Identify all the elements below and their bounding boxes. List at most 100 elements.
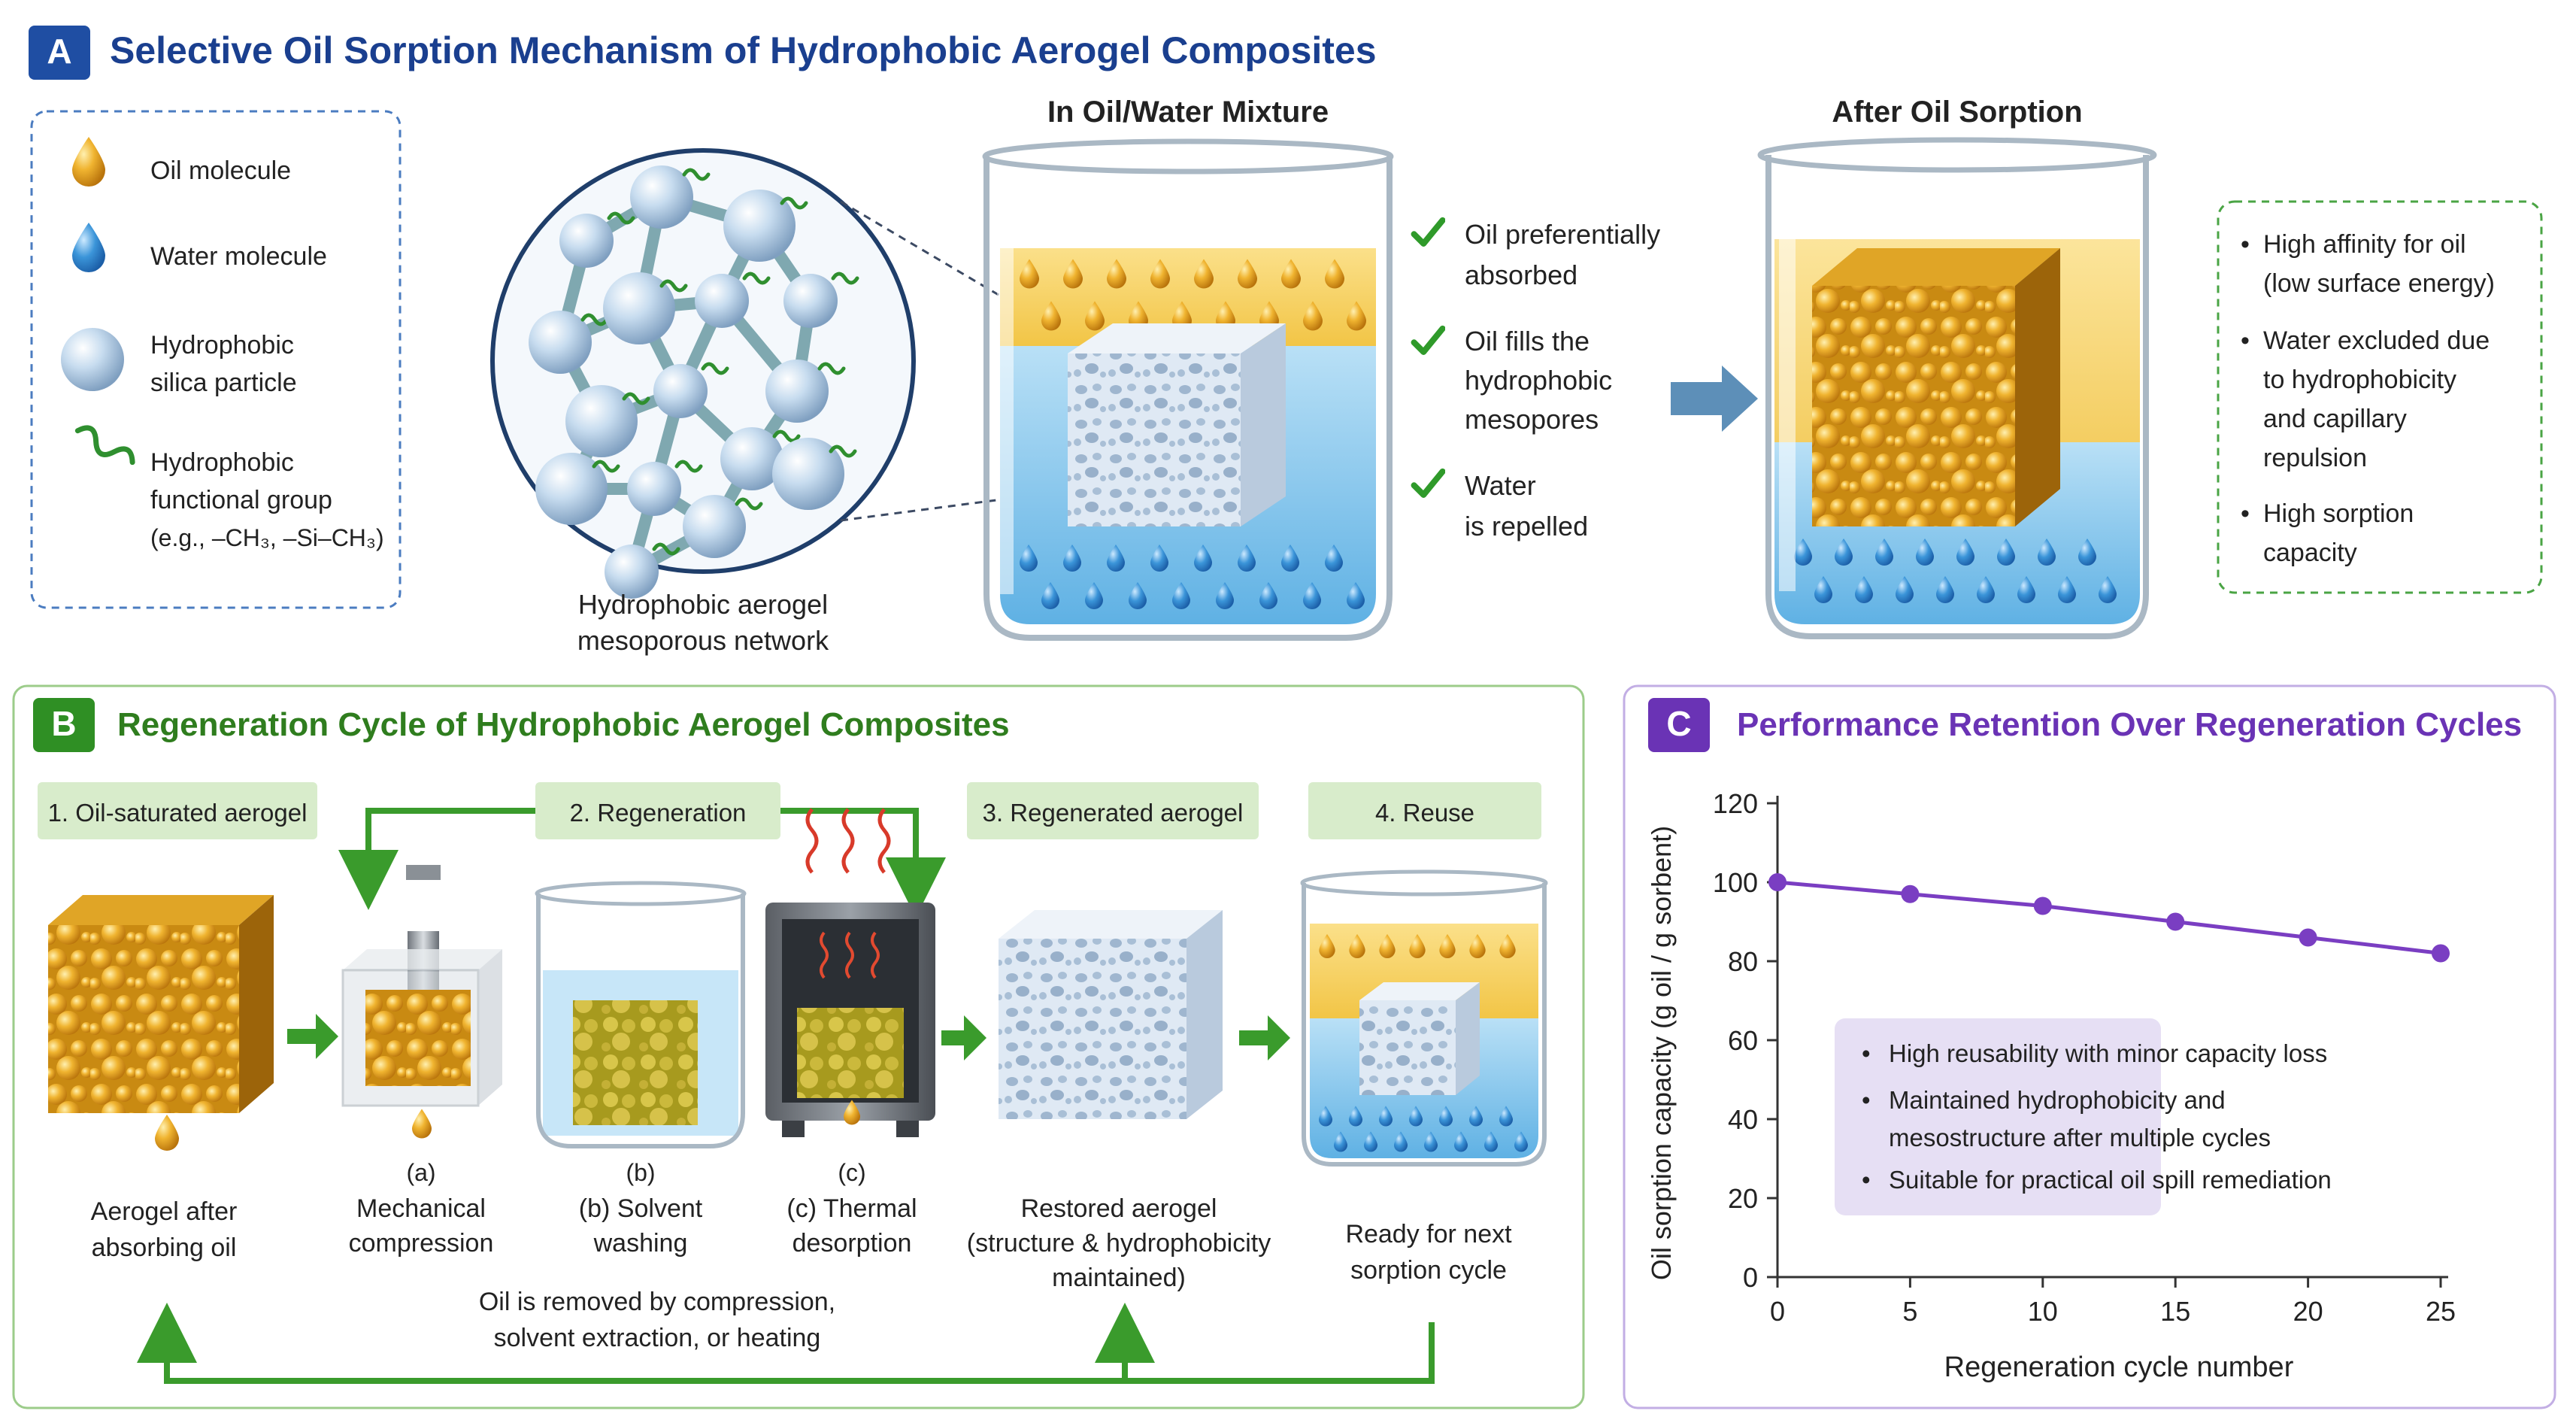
- functional-group: [682, 168, 711, 181]
- bullet-3-line-1: High sorption: [2263, 499, 2414, 528]
- solvent-letter: (b): [626, 1159, 655, 1186]
- chart-note-2-line-2: mesostructure after multiple cycles: [1889, 1124, 2271, 1151]
- x-tick-label: 20: [2293, 1296, 2323, 1327]
- panel-b-title: Regeneration Cycle of Hydrophobic Aeroge…: [117, 706, 1010, 743]
- functional-group: [592, 460, 620, 473]
- silica-particle: [720, 427, 783, 490]
- network-caption-1: Hydrophobic aerogel: [578, 589, 828, 620]
- restored-caption-1: Restored aerogel: [1021, 1194, 1217, 1223]
- bullet-1-line-2: (low surface energy): [2263, 269, 2495, 298]
- properties-box: [2217, 200, 2543, 594]
- functional-group: [817, 362, 846, 375]
- restored-aerogel: Restored aerogel (structure & hydrophobi…: [967, 910, 1271, 1292]
- legend-box: [30, 110, 402, 609]
- svg-text:•: •: [1862, 1166, 1871, 1194]
- saturated-caption-1: Aerogel after: [91, 1197, 238, 1226]
- panel-c-badge: [1648, 698, 1710, 752]
- silica-particle: [529, 311, 592, 374]
- check-3-line-2: is repelled: [1465, 511, 1588, 542]
- y-tick-label: 0: [1743, 1262, 1758, 1293]
- x-tick-label: 10: [2028, 1296, 2058, 1327]
- panel-c-badge-label: C: [1666, 704, 1691, 743]
- silica-particle: [630, 165, 693, 229]
- x-tick-label: 5: [1902, 1296, 1917, 1327]
- legend-silica-row: Hydrophobic silica particle: [61, 328, 297, 397]
- properties-list: • High affinity for oil (low surface ene…: [2241, 230, 2495, 567]
- cycle-return-arrow: [137, 1303, 1435, 1384]
- step-1-box: [38, 782, 317, 839]
- functional-group-icon: [74, 425, 135, 466]
- y-tick-label: 100: [1713, 867, 1758, 898]
- reuse-beaker: Ready for next sorption cycle: [1300, 869, 1548, 1285]
- check-list: Oil preferentially absorbed Oil fills th…: [1414, 219, 1660, 542]
- data-point: [2033, 897, 2052, 915]
- functional-group: [580, 313, 609, 326]
- legend-silica-label-1: Hydrophobic: [150, 331, 294, 360]
- silica-particle: [695, 274, 749, 328]
- data-point: [1768, 873, 1787, 891]
- check-icon: [1414, 329, 1443, 352]
- silica-particle: [603, 272, 675, 344]
- silica-particle: [535, 453, 608, 525]
- check-2-line-2: hydrophobic: [1465, 365, 1612, 396]
- step-3-box: [967, 782, 1259, 839]
- panel-b-badge-label: B: [51, 704, 76, 743]
- removal-caption-2: solvent extraction, or heating: [494, 1324, 821, 1352]
- thermal-caption-1: (c) Thermal: [786, 1194, 917, 1223]
- panel-c: C Performance Retention Over Regeneratio…: [1623, 684, 2556, 1409]
- legend-group-row: Hydrophobic functional group (e.g., –CH₃…: [74, 425, 384, 551]
- after-beaker: [1757, 137, 2157, 639]
- svg-text:•: •: [2241, 499, 2250, 528]
- functional-group: [652, 542, 680, 556]
- legend-oil-label: Oil molecule: [150, 156, 291, 185]
- legend-water-row: Water molecule: [72, 223, 327, 272]
- bullet-2-line-1: Water excluded due: [2263, 326, 2490, 355]
- functional-group: [659, 279, 688, 293]
- bullet-3-line-2: capacity: [2263, 539, 2357, 567]
- legend-group-label-1: Hydrophobic: [150, 448, 294, 477]
- svg-text:•: •: [2241, 230, 2250, 259]
- panel-b: B Regeneration Cycle of Hydrophobic Aero…: [12, 684, 1585, 1409]
- panel-a-title: Selective Oil Sorption Mechanism of Hydr…: [110, 29, 1377, 71]
- flow-arrow-icon: [1239, 1015, 1290, 1060]
- functional-group: [742, 272, 771, 285]
- check-2-line-1: Oil fills the: [1465, 326, 1590, 356]
- check-icon: [1414, 220, 1443, 244]
- step-3-label: 3. Regenerated aerogel: [983, 799, 1244, 827]
- oil-saturated-aerogel: Aerogel after absorbing oil: [48, 895, 274, 1262]
- reuse-caption-2: sorption cycle: [1350, 1256, 1507, 1285]
- legend-silica-label-2: silica particle: [150, 369, 297, 397]
- silica-particle: [783, 274, 838, 328]
- svg-text:•: •: [1862, 1039, 1871, 1067]
- silica-particle: [772, 438, 844, 510]
- functional-group: [735, 497, 763, 511]
- check-icon: [1414, 472, 1443, 495]
- series-line: [1777, 880, 2441, 955]
- functional-group: [772, 429, 801, 443]
- y-tick-label: 20: [1728, 1183, 1758, 1214]
- silica-particle: [653, 364, 708, 418]
- check-1-line-2: absorbed: [1465, 259, 1577, 290]
- solvent-caption-1: (b) Solvent: [579, 1194, 703, 1223]
- water-drop-icon: [72, 223, 105, 272]
- functional-group: [607, 211, 635, 225]
- solvent-caption-2: washing: [593, 1229, 688, 1258]
- panel-b-badge: [33, 698, 95, 752]
- chart-note-3-line-1: Suitable for practical oil spill remedia…: [1889, 1166, 2332, 1194]
- y-tick-label: 40: [1728, 1104, 1758, 1135]
- chart-note-2-line-1: Maintained hydrophobicity and: [1889, 1086, 2226, 1114]
- data-point: [2299, 928, 2317, 947]
- transition-arrow-icon: [1671, 366, 1758, 432]
- thermal-desorption: (c) (c) Thermal desorption: [765, 808, 935, 1258]
- bullet-2-line-3: and capillary: [2263, 405, 2407, 433]
- legend-water-label: Water molecule: [150, 242, 327, 271]
- silica-particle: [565, 385, 638, 457]
- step-2-box: [535, 782, 780, 839]
- mixture-title: In Oil/Water Mixture: [1047, 96, 1329, 129]
- network-caption-2: mesoporous network: [577, 625, 829, 656]
- panel-a-badge-label: A: [47, 32, 71, 71]
- check-2-line-3: mesopores: [1465, 404, 1599, 435]
- mechanical-compression: (a) Mechanical compression: [341, 865, 502, 1258]
- silica-particle: [683, 495, 746, 558]
